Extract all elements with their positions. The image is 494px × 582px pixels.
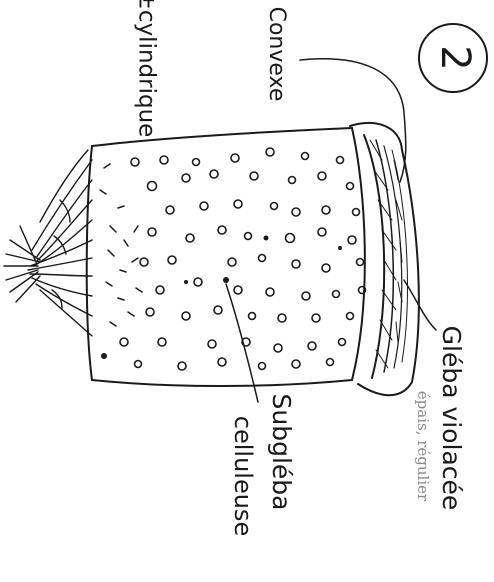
subgleba-cells	[120, 148, 366, 370]
label-convexe: Convexe	[264, 7, 289, 102]
rhizoid-tuft	[4, 150, 92, 336]
tuft-marks	[100, 164, 142, 326]
leader-lines	[226, 59, 436, 402]
gleba-leader	[404, 280, 436, 330]
label-gleba-detail: épais, régulier	[414, 391, 432, 502]
convexe-leader	[300, 59, 406, 182]
figure-number: 2	[432, 45, 478, 70]
sporocarp-body	[87, 128, 365, 386]
label-subgleba: Subgléba	[267, 394, 296, 511]
figure-number-badge: 2	[419, 24, 487, 92]
subgleba-dots	[101, 236, 342, 360]
label-gleba-violacee: Gléba violacée	[437, 326, 466, 511]
label-cylindrique: ±cylindrique	[134, 0, 160, 137]
label-celluleuse: celluleuse	[229, 416, 257, 536]
